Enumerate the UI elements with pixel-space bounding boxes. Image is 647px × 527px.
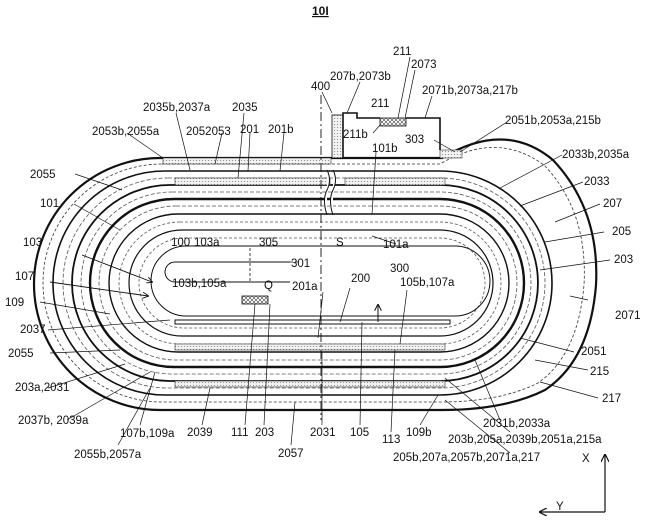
label-203-right: 203: [614, 254, 633, 266]
label-103a: 103a: [194, 237, 220, 249]
label-2051: 2051: [581, 346, 607, 358]
top-coating-strip-outer: [162, 157, 332, 165]
label-X: X: [582, 453, 590, 465]
label-2055-top: 2055: [30, 169, 56, 181]
layer-2035: [80, 191, 532, 375]
axis-indicator: [540, 455, 605, 512]
layer-2053: [62, 177, 546, 389]
label-Y: Y: [556, 501, 564, 513]
electrode-bar-inner: [174, 319, 451, 325]
label-201a: 201a: [292, 281, 318, 293]
label-105: 105: [350, 427, 369, 439]
separator-107: [138, 237, 486, 329]
label-300: 300: [390, 263, 409, 275]
layer-2071: [42, 147, 585, 403]
label-113: 113: [382, 434, 400, 446]
label-2033b-2035a: 2033b,2035a: [562, 149, 630, 161]
right-coating-strip: [439, 149, 463, 159]
label-207b-2073b: 207b,2073b: [330, 71, 391, 83]
top-coating-strip-right: [344, 177, 446, 186]
label-203a-2031: 203a,2031: [15, 382, 69, 394]
label-2073: 2073: [411, 59, 437, 71]
label-211b: 211b: [343, 129, 368, 141]
coating-strips: [162, 114, 463, 388]
label-203-bottom: 203: [255, 427, 274, 439]
electrode-105: [128, 229, 494, 337]
core-hook-100: [164, 261, 290, 283]
label-211-top: 211: [393, 46, 411, 58]
bottom-coating-strip-outer: [174, 380, 446, 388]
top-coating-strip-mid: [174, 177, 331, 186]
leader-lines: [39, 56, 611, 454]
label-2055b-2057a: 2055b,2057a: [74, 449, 142, 461]
label-205: 205: [612, 226, 631, 238]
label-207: 207: [603, 198, 622, 210]
label-2071: 2071: [615, 310, 641, 322]
arrow-103: [81, 254, 152, 282]
label-200: 200: [351, 273, 370, 285]
label-2051b-2053a-215b: 2051b,2053a,215b: [505, 115, 601, 127]
label-2031: 2031: [310, 427, 336, 439]
label-203b-205a-2039b-2051a-215a: 203b,205a,2039b,2051a,215a: [448, 434, 602, 446]
label-2037: 2037: [20, 324, 46, 336]
label-305: 305: [259, 237, 278, 249]
label-2031b-2033a: 2031b,2033a: [483, 418, 551, 430]
layer-2031: [98, 205, 518, 361]
label-301: 301: [291, 258, 310, 270]
label-101a: 101a: [383, 239, 409, 251]
layer-2055: [52, 170, 553, 396]
label-105b-107a: 105b,107a: [400, 277, 455, 289]
label-2053b-2055a: 2053b,2055a: [92, 126, 160, 138]
reference-labels: 211 2073 400 207b,2073b 2071b,2073a,217b…: [5, 46, 641, 513]
label-2057: 2057: [278, 448, 304, 460]
layer-2033: [88, 197, 526, 369]
arrow-107: [49, 281, 148, 296]
label-2035b-2037a: 2035b,2037a: [143, 102, 211, 114]
tab-step-2073: [342, 112, 441, 158]
label-217: 217: [602, 393, 621, 405]
label-215: 215: [590, 366, 609, 378]
label-101b: 101b: [372, 143, 398, 155]
region-305: [249, 248, 298, 282]
electrode-101: [108, 213, 510, 353]
label-S: S: [336, 237, 344, 249]
label-2033: 2033: [584, 176, 610, 188]
pad-Q: [241, 295, 269, 305]
label-109b: 109b: [406, 427, 432, 439]
tab-pad-211: [379, 117, 407, 127]
label-211-mid: 211: [371, 98, 389, 110]
label-107b-109a: 107b,109a: [120, 428, 175, 440]
label-2037b-2039a: 2037b, 2039a: [18, 415, 89, 427]
bottom-coating-strip-mid: [174, 343, 446, 351]
label-2052053: 2052053: [186, 126, 231, 138]
label-205b-207a-2057b-2071a-217: 205b,207a,2057b,2071a,217: [393, 452, 540, 464]
label-109: 109: [5, 297, 24, 309]
label-400: 400: [311, 81, 330, 93]
label-2055-bottom: 2055: [8, 348, 34, 360]
outer-casing-217: [32, 138, 598, 412]
label-101: 101: [40, 198, 59, 210]
label-100: 100: [171, 237, 190, 249]
label-201: 201: [240, 124, 259, 136]
label-2039: 2039: [187, 427, 213, 439]
label-2071b-2073a-217b: 2071b,2073a,217b: [422, 85, 518, 97]
label-Q: Q: [264, 280, 273, 292]
label-201b: 201b: [268, 124, 294, 136]
label-111: 111: [231, 427, 248, 439]
label-107: 107: [15, 271, 34, 283]
label-303: 303: [405, 134, 424, 146]
figure-title: 10I: [312, 4, 329, 18]
label-2035: 2035: [232, 102, 258, 114]
label-103: 103: [23, 237, 42, 249]
label-103b-105a: 103b,105a: [172, 278, 227, 290]
break-mark: [324, 169, 336, 216]
winding-start-100: [150, 245, 491, 317]
tab-400: [331, 114, 344, 159]
